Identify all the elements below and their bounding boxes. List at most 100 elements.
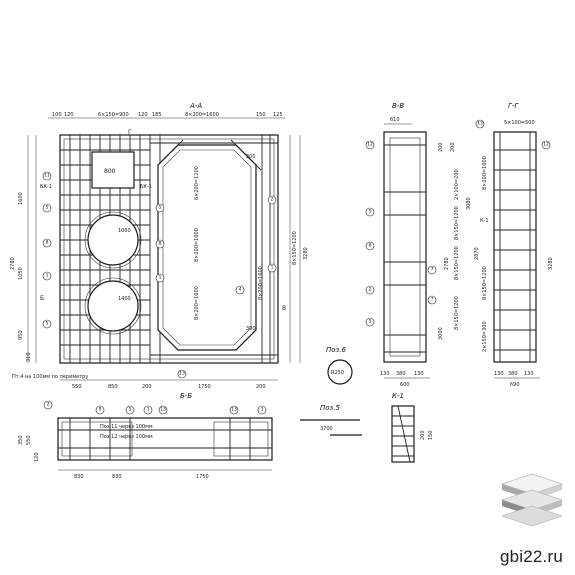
section-bb-bottom-dim-3: 1750 bbox=[196, 474, 209, 480]
section-bb-view: Б-Б Поз.11 через 100мм Поз.12 через 100м… bbox=[18, 392, 273, 480]
section-b-inner-dim-2: 8×150=1200 bbox=[454, 206, 460, 240]
section-bb-left-dim-3: 120 bbox=[34, 452, 40, 462]
section-g-bottom-dim-4: 690 bbox=[510, 382, 520, 388]
section-g-left-dim-1: 3080 bbox=[466, 197, 472, 210]
plan-bottom-dim-1: 550 bbox=[72, 384, 82, 390]
pos-mark: 7 bbox=[431, 267, 434, 273]
plan-bottom-dim-2: 850 bbox=[108, 384, 118, 390]
plan-top-dim-4: 120 bbox=[138, 112, 148, 118]
section-b-bottom-dim-4: 600 bbox=[400, 382, 410, 388]
plan-left-dim-1: 1600 bbox=[18, 192, 24, 205]
brand-logo bbox=[500, 473, 564, 527]
plan-inner-dim-3: 8×200=1600 bbox=[194, 286, 200, 320]
pos-mark: 8 bbox=[369, 243, 372, 249]
section-g-bottom-dim-1: 130 bbox=[494, 371, 504, 377]
section-bb-note-2: Поз.12 через 100мм bbox=[100, 434, 153, 440]
plan-bk-label-2: БК-1 bbox=[140, 184, 152, 190]
section-g-left-dim-4: 8×150=1200 bbox=[482, 266, 488, 300]
section-bb-title: Б-Б bbox=[180, 392, 192, 400]
node-k1-title: К-1 bbox=[392, 392, 404, 400]
pos5-title: Поз.5 bbox=[320, 404, 340, 412]
section-b-right-dim-1: 2780 bbox=[444, 257, 450, 270]
plan-left-dim-2: 2780 bbox=[10, 257, 16, 270]
section-bb-left-dim-2: 550 bbox=[26, 435, 32, 445]
section-g-view: Г-Г 5×100=500 3080 2870 8×200=1600 8×150… bbox=[466, 102, 554, 388]
pos-mark: 1 bbox=[159, 275, 162, 281]
section-g-left-dim-3: 8×200=1600 bbox=[482, 156, 488, 190]
section-b-inner-dim-3: 8×150=1200 bbox=[454, 246, 460, 280]
plan-bottom-dim-5: 200 bbox=[256, 384, 266, 390]
plan-circle-2-label: 1400 bbox=[118, 296, 131, 302]
plan-inner-dim-2: 8×200=1600 bbox=[194, 228, 200, 262]
pos-mark: 2 bbox=[47, 402, 50, 408]
plan-top-dim-3: 6×150=900 bbox=[98, 112, 129, 118]
pos-mark: 13 bbox=[179, 371, 185, 377]
pos-mark: 8 bbox=[46, 240, 49, 246]
plan-left-dim-3: 1050 bbox=[18, 267, 24, 280]
brand-text[interactable]: gbi22.ru bbox=[499, 547, 563, 566]
pos-mark: 13 bbox=[160, 407, 166, 413]
plan-left-dim-4: 950 bbox=[18, 330, 24, 340]
plan-note: Пт.4 на 100мм по периметру bbox=[12, 374, 88, 380]
plan-right-dim-2: 8×150=1200 bbox=[292, 231, 298, 265]
section-g-left-dim-5: 2×150=300 bbox=[482, 321, 488, 352]
pos-mark: 5 bbox=[46, 205, 49, 211]
plan-circle-1-label: 1060 bbox=[118, 228, 131, 234]
section-b-bottom-dim-3: 130 bbox=[414, 371, 424, 377]
node-k1-dim-1: 200 bbox=[420, 430, 426, 440]
node-k1-detail: К-1 200 150 bbox=[391, 392, 434, 463]
section-b-title: В-В bbox=[392, 102, 404, 110]
plan-inner-dim-4: 8×200=1600 bbox=[258, 266, 264, 300]
pos-mark: 2 bbox=[369, 287, 372, 293]
section-b-right-dim-3: 200 bbox=[438, 142, 444, 152]
pos-mark: 12 bbox=[543, 142, 549, 148]
section-g-k-label: К-1 bbox=[480, 218, 489, 224]
plan-top-dim-6: 8×200=1600 bbox=[185, 112, 219, 118]
section-b-inner-dim-1: 2×100=200 bbox=[454, 169, 460, 200]
plan-top-dim-8: 125 bbox=[273, 112, 283, 118]
pos-mark: 5 bbox=[129, 407, 132, 413]
pos-mark: 8 bbox=[159, 241, 162, 247]
pos-mark: 9 bbox=[99, 407, 102, 413]
section-b-inner-dim-4: 8×150=1200 bbox=[454, 296, 460, 330]
section-bb-bottom-dim-2: 830 bbox=[112, 474, 122, 480]
plan-right-dim-1: 3280 bbox=[303, 247, 309, 260]
plan-top-dim-5: 185 bbox=[152, 112, 162, 118]
pos-mark: 5 bbox=[369, 209, 372, 215]
position-markers: 11 5 8 1 5 5 8 1 4 2 1 13 12 5 8 2 5 7 7… bbox=[42, 119, 551, 415]
section-g-title: Г-Г bbox=[508, 102, 519, 110]
pos-mark: 5 bbox=[369, 319, 372, 325]
pos5-dim: 3700 bbox=[320, 426, 333, 432]
pos-mark: 4 bbox=[239, 287, 242, 293]
plan-view: А-А 100 120 6×150=900 120 185 8×200=1600… bbox=[10, 102, 309, 390]
plan-left-dim-5: 310 bbox=[26, 352, 32, 362]
plan-cut-b: Б bbox=[40, 295, 44, 302]
plan-top-dim-2: 120 bbox=[64, 112, 74, 118]
plan-cut-v: В bbox=[282, 305, 286, 312]
plan-top-dim-7: 150 bbox=[256, 112, 266, 118]
pos-mark: 13 bbox=[231, 407, 237, 413]
plan-top-dim-1: 100 bbox=[52, 112, 62, 118]
section-bb-bottom-dim-1: 830 bbox=[74, 474, 84, 480]
section-b-view: В-В 610 2780 3000 200 200 2×100=200 8×15… bbox=[380, 102, 460, 388]
section-g-top-dim: 5×100=500 bbox=[504, 120, 535, 126]
pos-mark: 11 bbox=[44, 173, 50, 179]
plan-bottom-dim-3: 200 bbox=[142, 384, 152, 390]
pos-mark: 12 bbox=[367, 142, 373, 148]
pos6-detail: Поз.6 R250 bbox=[326, 346, 353, 385]
plan-inner-dim-5: 300 bbox=[246, 154, 256, 160]
section-g-bottom-dim-2: 380 bbox=[508, 371, 518, 377]
pos-mark: 13 bbox=[477, 121, 483, 127]
plan-inner-dim-1: 6×200=1200 bbox=[194, 166, 200, 200]
section-g-right-dim: 3280 bbox=[548, 257, 554, 270]
pos-mark: 7 bbox=[431, 297, 434, 303]
section-b-bottom-dim-1: 130 bbox=[380, 371, 390, 377]
plan-cut-g: Г bbox=[128, 129, 132, 136]
section-b-right-dim-4: 200 bbox=[450, 142, 456, 152]
plan-bk-label: БК-1 bbox=[40, 184, 52, 190]
pos5-detail: Поз.5 3700 bbox=[300, 404, 362, 436]
section-g-bottom-dim-3: 130 bbox=[524, 371, 534, 377]
pos-mark: 1 bbox=[271, 265, 274, 271]
section-g-left-dim-2: 2870 bbox=[474, 247, 480, 260]
